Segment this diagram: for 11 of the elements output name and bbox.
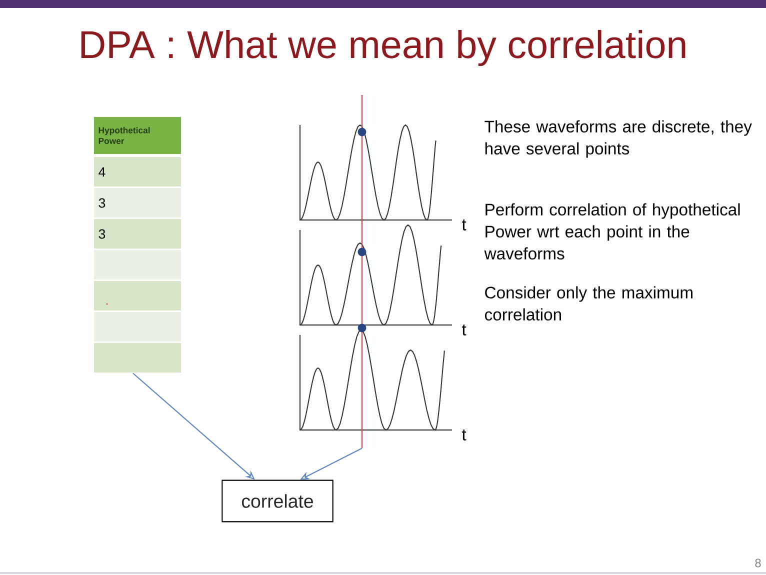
note-text: These waveforms are discrete, they have several points [484,120,752,158]
table-cell: 3 [94,188,181,218]
note-text: Perform correlation of hypothetical Power wrt each point in the waveforms [484,203,740,260]
note-text: Consider only the maximum correlation [484,286,692,321]
slide-title: DPA : What we mean by correlation [81,30,686,66]
page-number: 8 [755,558,761,568]
header-cell: Hypothetical Power [94,117,181,154]
table-cell: 4 [94,157,181,186]
table-cell: 3 [94,219,181,248]
process-box: correlate [222,480,334,522]
waveform-drawing [299,95,452,448]
